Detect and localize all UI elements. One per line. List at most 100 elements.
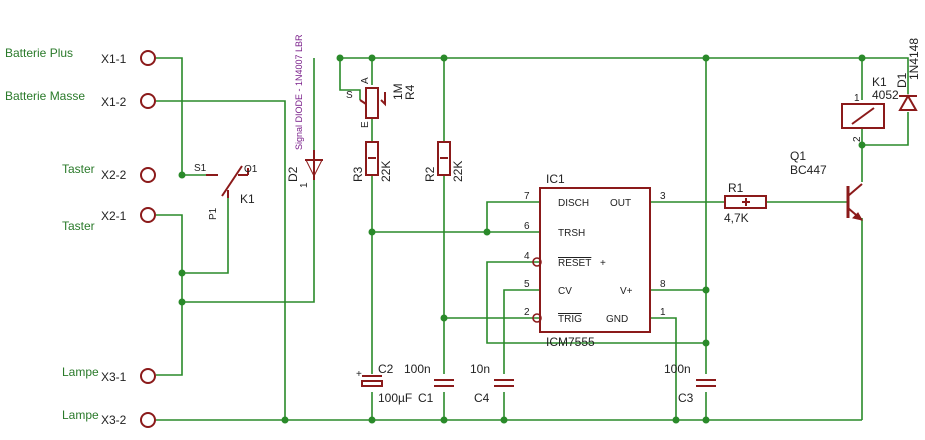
transistor-q1[interactable]: Q1 BC447 (790, 149, 863, 221)
connector-x1-2[interactable]: Batterie Masse X1-2 (5, 89, 156, 109)
relay-k1[interactable]: K1 4052 1 2 (841, 75, 899, 142)
switch-k1[interactable]: S1 O1 P1 K1 (194, 163, 258, 220)
transistor-name: Q1 (790, 149, 806, 163)
connector-name: X1-1 (101, 52, 127, 66)
potentiometer-r4[interactable]: S A E 1M R4 (346, 77, 417, 128)
junction-dot (440, 314, 448, 322)
relay-pin2: 2 (852, 136, 863, 142)
ic-value: ICM7555 (546, 335, 595, 349)
connector-name: X2-2 (101, 168, 127, 182)
ic-pin-number: 5 (524, 279, 530, 290)
connector-label: Batterie Plus (5, 46, 73, 60)
transistor-collector (847, 183, 863, 197)
resistor-value: 22K (451, 161, 465, 182)
capacitor-polarity: + (356, 369, 362, 380)
ic-body (539, 187, 651, 333)
resistor-r2[interactable]: R2 22K (423, 141, 465, 182)
switch-name: K1 (240, 192, 255, 206)
junction-dot (702, 54, 710, 62)
ic-pin-trsh: TRSH (558, 228, 585, 239)
ic-pin-cv: CV (558, 286, 572, 297)
junction-dot (440, 416, 448, 424)
diode-name: D2 (286, 166, 300, 182)
capacitor-name: C3 (678, 391, 694, 405)
junctions (178, 54, 866, 424)
resistor-name: R3 (351, 166, 365, 182)
diode-value: 1N4148 (907, 38, 921, 80)
ic1-timer[interactable]: IC1 ICM7555 DISCH TRSH RESET + CV TRIG O… (524, 172, 666, 349)
capacitor-name: C2 (378, 362, 394, 376)
terminal-icon (140, 368, 156, 384)
ic-pin-reset: RESET (558, 258, 591, 269)
junction-dot (858, 54, 866, 62)
junction-dot (178, 269, 186, 277)
terminal-icon (140, 167, 156, 183)
wire-switch-p1 (182, 190, 229, 274)
ic-pin-number: 3 (660, 191, 666, 202)
switch-pin-o1: O1 (244, 164, 258, 175)
terminal-icon (140, 93, 156, 109)
ic-pin-number: 7 (524, 191, 530, 202)
resistor-value: 4,7K (724, 211, 749, 225)
pot-arrow-icon (380, 92, 386, 107)
relay-pin1: 1 (854, 93, 860, 104)
capacitor-c2[interactable]: + C2 100µF (356, 362, 412, 405)
resistor-r1[interactable]: R1 4,7K (724, 181, 767, 225)
wire-vcc-left (156, 57, 183, 175)
capacitor-name: C1 (418, 391, 434, 405)
connector-x2-1[interactable]: Taster X2-1 (62, 207, 156, 233)
terminal-icon (140, 412, 156, 428)
capacitor-c3[interactable]: 100n C3 (664, 362, 716, 405)
ic-pin-reset-plus: + (600, 258, 606, 269)
diode-d1[interactable]: D1 1N4148 (895, 38, 921, 111)
capacitor-value: 100µF (378, 391, 412, 405)
wire-gnd-pin (650, 317, 677, 420)
wire-taster-lampe (156, 214, 183, 376)
wires (156, 57, 909, 421)
junction-dot (368, 54, 376, 62)
wire-d1-bot (862, 112, 909, 146)
pot-pin-a: A (360, 77, 371, 84)
wire-pin7 (486, 201, 540, 232)
resistor-r3[interactable]: R3 22K (351, 141, 393, 182)
connector-x3-1[interactable]: Lampe X3-1 (62, 365, 156, 384)
diode-name: D1 (895, 72, 909, 88)
junction-dot (368, 416, 376, 424)
junction-dot (281, 416, 289, 424)
connector-label: Lampe (62, 408, 99, 422)
wire-pin5 (503, 289, 540, 374)
capacitor-plate (361, 380, 383, 387)
switch-lever-icon (221, 165, 243, 197)
ic-pin-number: 1 (660, 307, 666, 318)
junction-dot (702, 339, 710, 347)
resistor-body (365, 141, 379, 176)
connector-x2-2[interactable]: Taster X2-2 (62, 162, 156, 183)
connector-label: Lampe (62, 365, 99, 379)
ic-pin-number: 8 (660, 279, 666, 290)
junction-dot (440, 54, 448, 62)
relay-name: K1 (872, 75, 887, 89)
junction-dot (858, 141, 866, 149)
diode-d2[interactable]: Signal DIODE - 1N4007 LBR D2 1 (286, 34, 323, 188)
connector-name: X3-2 (101, 413, 127, 427)
capacitor-c4[interactable]: 10n C4 (470, 362, 514, 405)
ic-pin-number: 2 (524, 307, 530, 318)
connector-x1-1[interactable]: Batterie Plus X1-1 (5, 46, 156, 66)
junction-dot (702, 416, 710, 424)
ic-pin-number: 6 (524, 221, 530, 232)
connector-x3-2[interactable]: Lampe X3-2 (62, 408, 156, 428)
ic-pin-disch: DISCH (558, 198, 589, 209)
capacitor-name: C4 (474, 391, 490, 405)
connector-label: Batterie Masse (5, 89, 85, 103)
capacitor-c1[interactable]: 100n C1 (404, 362, 454, 405)
ic-name: IC1 (546, 172, 565, 186)
capacitor-value: 100n (404, 362, 431, 376)
ic-pin-trig: TRIG (558, 314, 582, 325)
pot-pin-e: E (360, 121, 371, 128)
switch-pin-p1: P1 (208, 207, 219, 220)
wire-vcc-r4 (339, 58, 361, 100)
wire-gnd-left (156, 100, 286, 420)
terminal-icon (140, 50, 156, 66)
relay-value: 4052 (872, 88, 899, 102)
ic-pin-gnd: GND (606, 314, 628, 325)
